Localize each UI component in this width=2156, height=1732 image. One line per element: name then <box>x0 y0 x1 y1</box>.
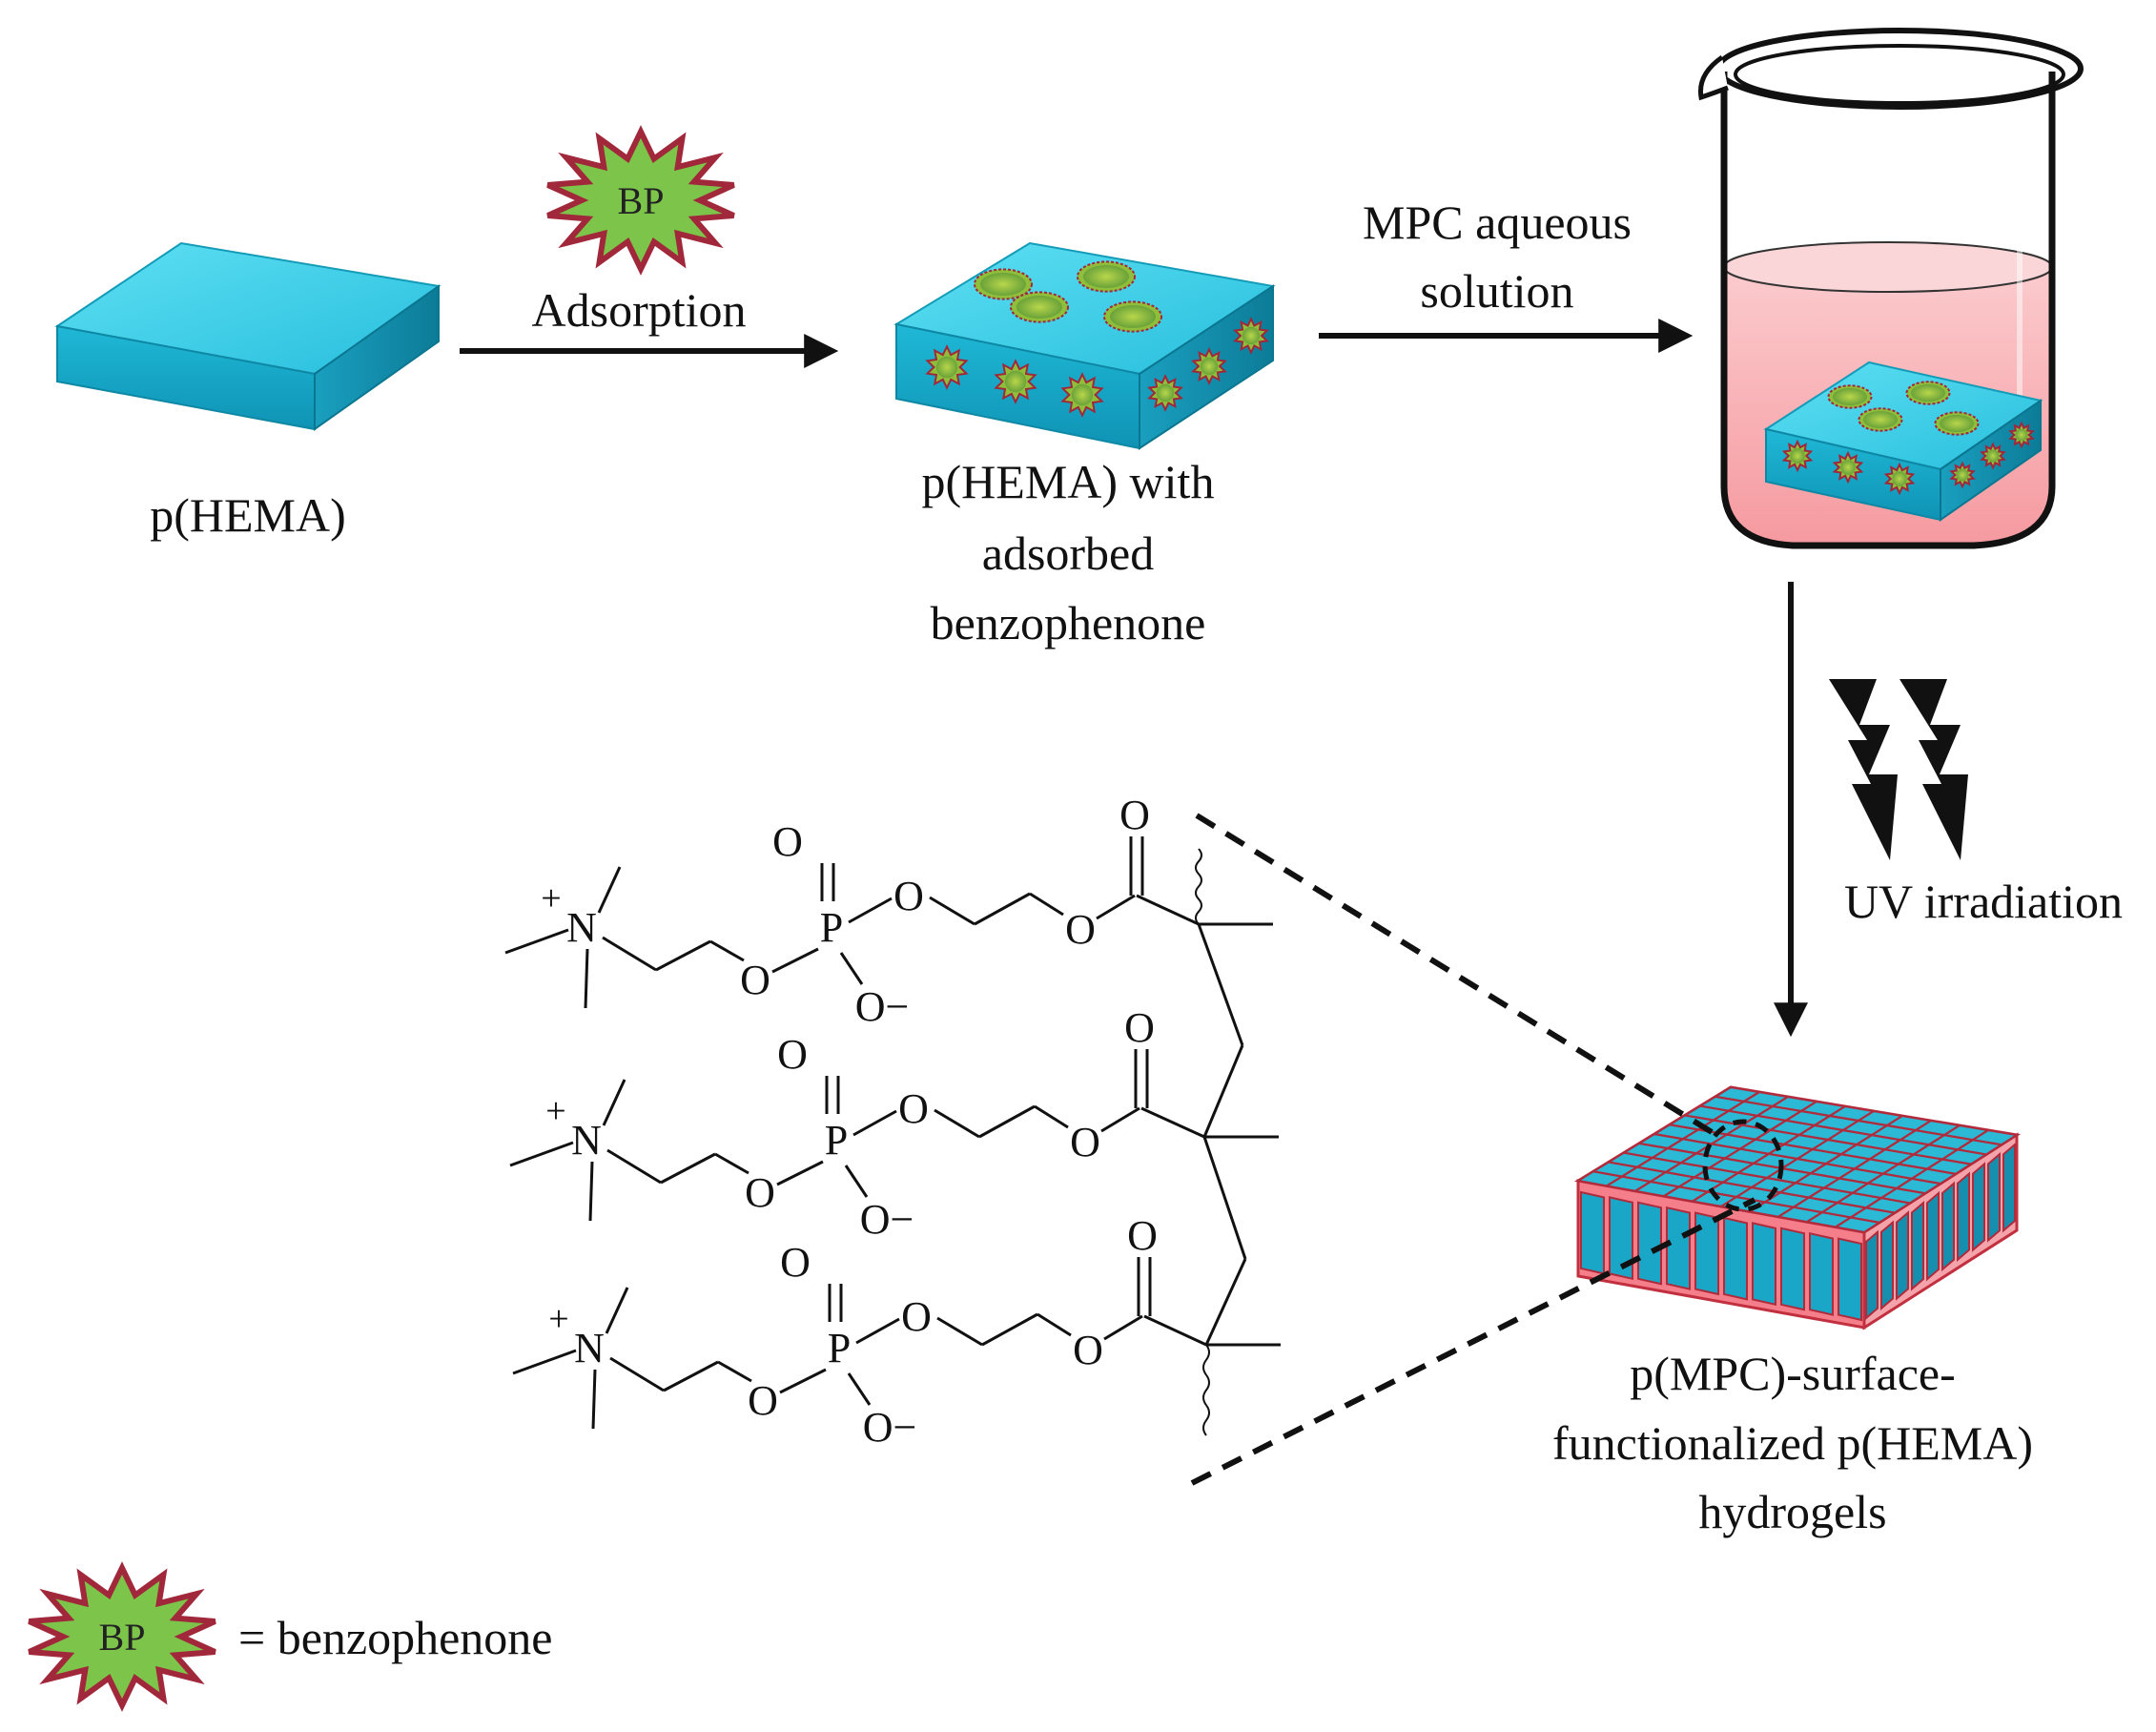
phosphorus-atom: P <box>828 1325 851 1371</box>
bp-dot <box>1781 439 1814 473</box>
label-adsorption: Adsorption <box>531 283 747 337</box>
label-phema-bp-line1: p(HEMA) with <box>921 455 1215 508</box>
zoom-line-top <box>1195 813 1718 1138</box>
oxygen-anion: O− <box>863 1404 917 1451</box>
lightning-icon <box>1829 679 1968 860</box>
bp-dot <box>1934 411 1980 436</box>
zoom-line-bottom <box>1190 1197 1756 1486</box>
oxygen-atom: O <box>780 1239 811 1286</box>
bp-dot <box>1010 291 1069 323</box>
label-uv: UV irradiation <box>1843 875 2124 928</box>
oxygen-atom: O <box>777 1031 808 1078</box>
bp-dot <box>1832 450 1864 485</box>
oxygen-atom: O <box>1124 1004 1155 1051</box>
n-plus-charge: + <box>541 878 561 918</box>
bp-dot <box>1191 347 1227 385</box>
bp-dot <box>925 344 969 390</box>
final-hydrogel <box>1573 1085 2022 1330</box>
oxygen-anion: O− <box>855 983 910 1030</box>
beaker-hydrogel <box>1763 361 2043 522</box>
label-phema-bp-line2: adsorbed <box>981 526 1155 580</box>
n-plus-charge: + <box>545 1091 565 1131</box>
oxygen-atom: O <box>1065 906 1096 953</box>
bp-dot <box>994 359 1037 404</box>
bp-dots-top-surface <box>974 260 1162 333</box>
oxygen-atom: O <box>893 873 924 919</box>
oxygen-atom: O <box>898 1085 929 1132</box>
nitrogen-atom: N <box>571 1117 602 1164</box>
bp-dot <box>1147 374 1183 412</box>
label-mpc-line2: solution <box>1420 264 1574 318</box>
bp-dots-beaker <box>1781 381 2035 496</box>
label-final-line3: hydrogels <box>1698 1485 1887 1538</box>
bp-badge-legend-label: BP <box>99 1616 146 1659</box>
bp-dot <box>1233 317 1269 355</box>
bp-badge-top-label: BP <box>618 179 665 222</box>
bp-dot <box>1827 384 1873 409</box>
oxygen-atom: O <box>901 1293 932 1340</box>
phosphorus-atom: P <box>820 904 843 951</box>
oxygen-atom: O <box>772 818 803 865</box>
oxygen-atom: O <box>1073 1327 1103 1373</box>
bp-dot <box>1858 407 1903 432</box>
label-final-line2: functionalized p(HEMA) <box>1551 1416 2033 1470</box>
oxygen-atom: O <box>1127 1212 1158 1259</box>
bp-dot <box>1883 462 1916 496</box>
bp-badge-top: BP <box>546 125 735 276</box>
label-final-line1: p(MPC)-surface- <box>1630 1347 1956 1400</box>
oxygen-anion: O− <box>860 1196 914 1243</box>
oxygen-atom: O <box>745 1169 775 1216</box>
final-hydrogel-front-grid <box>1580 1190 1862 1322</box>
nitrogen-atom: N <box>566 904 597 951</box>
bp-dot <box>1980 442 2006 470</box>
bp-dot <box>1949 461 1976 489</box>
bp-dot <box>2008 421 2035 449</box>
label-legend: = benzophenone <box>238 1611 553 1664</box>
bp-dot <box>1905 381 1951 405</box>
oxygen-atom: O <box>740 957 770 1003</box>
bp-dot <box>974 268 1033 300</box>
label-phema-bp-line3: benzophenone <box>930 596 1206 650</box>
oxygen-atom: O <box>748 1377 778 1424</box>
nitrogen-atom: N <box>574 1325 605 1371</box>
n-plus-charge: + <box>548 1299 568 1339</box>
bp-dots-front-face <box>925 317 1269 418</box>
bp-dot <box>1077 260 1136 293</box>
bp-dot <box>1060 372 1104 418</box>
bp-dot <box>1103 300 1162 333</box>
phema-bp-block <box>893 241 1276 450</box>
phema-block <box>54 241 441 431</box>
label-phema: p(HEMA) <box>150 488 346 542</box>
final-hydrogel-side-grid <box>1865 1142 2016 1321</box>
oxygen-atom: O <box>1119 792 1150 838</box>
oxygen-atom: O <box>1070 1119 1100 1165</box>
label-mpc-line1: MPC aqueous <box>1363 196 1632 249</box>
zoom-circle <box>1702 1119 1784 1212</box>
phosphorus-atom: P <box>825 1117 848 1164</box>
bp-badge-legend: BP <box>28 1561 216 1712</box>
